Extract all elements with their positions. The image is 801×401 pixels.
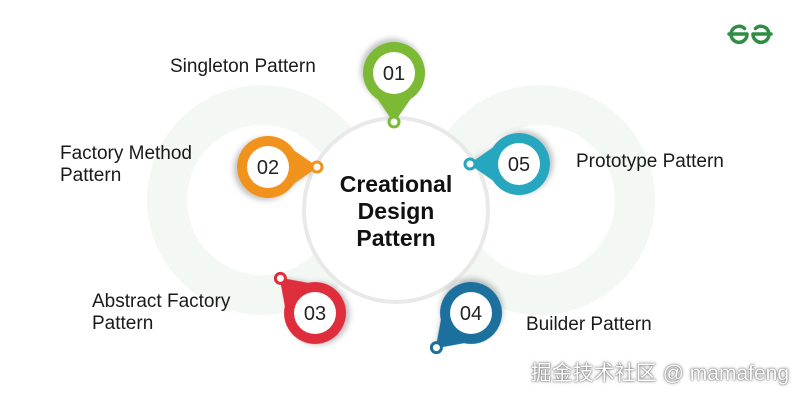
center-title-line-1: Creational bbox=[339, 171, 453, 197]
geeksforgeeks-logo-icon bbox=[727, 24, 773, 44]
label-line: Abstract Factory bbox=[92, 291, 231, 312]
node-01: 01 bbox=[363, 42, 425, 129]
connector-dot-icon bbox=[429, 341, 443, 355]
node-number: 03 bbox=[304, 303, 326, 325]
watermark-text: 掘金技术社区 @ mamafeng bbox=[530, 362, 789, 385]
node-05: 05 bbox=[463, 133, 550, 195]
node-04: 04 bbox=[429, 282, 502, 355]
label-builder: Builder Pattern bbox=[526, 314, 652, 336]
node-inner-disc bbox=[247, 146, 289, 188]
node-inner-disc bbox=[294, 292, 336, 334]
connector-dot-icon bbox=[387, 115, 401, 129]
node-02: 02 bbox=[237, 136, 324, 198]
label-prototype: Prototype Pattern bbox=[576, 151, 724, 173]
node-number: 05 bbox=[508, 154, 530, 176]
node-number: 04 bbox=[460, 303, 482, 325]
connector-dot-icon bbox=[310, 160, 324, 174]
label-line: Factory Method bbox=[60, 143, 192, 164]
node-inner-disc bbox=[373, 52, 415, 94]
center-title-line-2: Design bbox=[357, 198, 435, 224]
center-title-line-3: Pattern bbox=[356, 225, 436, 251]
node-number: 02 bbox=[257, 157, 279, 179]
node-number: 01 bbox=[383, 63, 405, 85]
label-line: Prototype Pattern bbox=[576, 151, 724, 172]
label-line: Builder Pattern bbox=[526, 314, 652, 335]
node-inner-disc bbox=[450, 292, 492, 334]
label-line: Singleton Pattern bbox=[170, 56, 316, 77]
label-line: Pattern bbox=[92, 313, 154, 334]
nodes-layer: 01 02 03 04 05 bbox=[237, 42, 550, 355]
center-title: Creational Design Pattern bbox=[318, 171, 474, 252]
label-singleton: Singleton Pattern bbox=[170, 56, 316, 78]
connector-dot-icon bbox=[273, 271, 287, 285]
connector-dot-icon bbox=[463, 157, 477, 171]
node-03: 03 bbox=[273, 271, 346, 344]
label-line: Pattern bbox=[60, 165, 122, 186]
node-inner-disc bbox=[498, 143, 540, 185]
